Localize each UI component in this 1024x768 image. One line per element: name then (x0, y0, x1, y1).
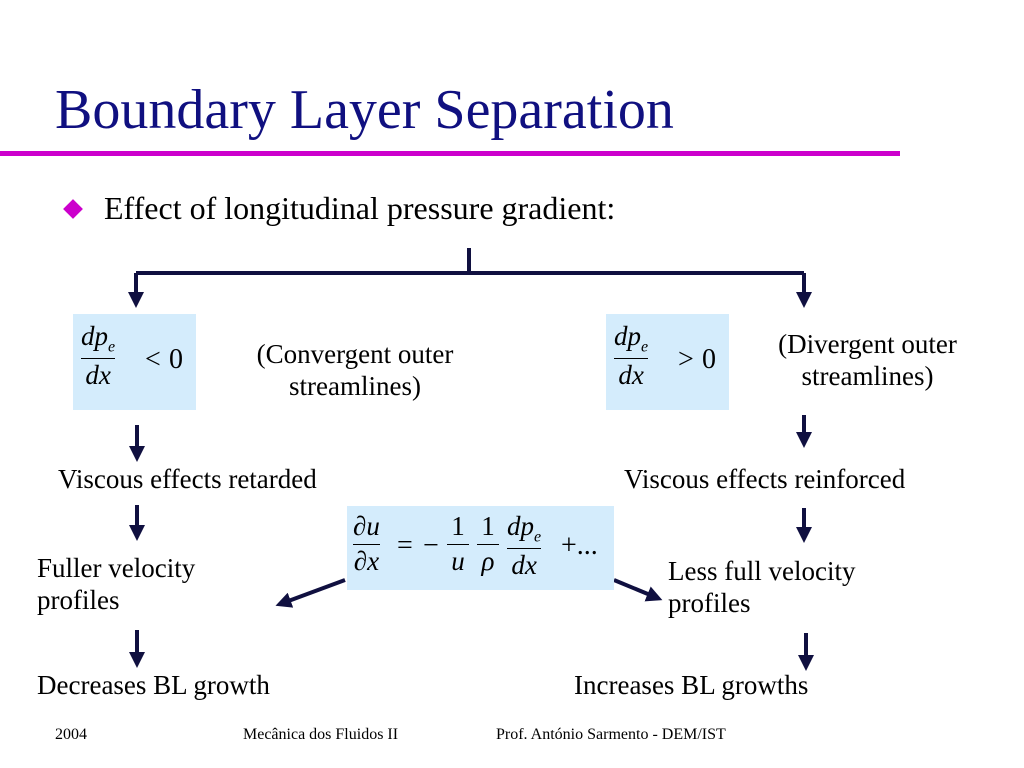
bullet-text: Effect of longitudinal pressure gradient… (104, 190, 616, 226)
footer-author: Prof. António Sarmento - DEM/IST (496, 726, 726, 743)
left-step-viscous: Viscous effects retarded (58, 464, 317, 494)
center-momentum-equation: ∂u ∂x = − 1 u 1 ρ dpe dx +... (347, 506, 614, 590)
right-step-viscous: Viscous effects reinforced (624, 464, 906, 494)
footer-year: 2004 (55, 726, 87, 743)
right-step-growth: Increases BL growths (574, 670, 809, 700)
left-step-growth: Decreases BL growth (37, 670, 270, 700)
arrow-diag-left (275, 578, 346, 608)
slide-title: Boundary Layer Separation (55, 79, 674, 141)
left-gradient-equation: dpe dx < 0 (73, 314, 196, 410)
title-underline (0, 151, 900, 156)
left-streamline-note: (Convergent outer streamlines) (256, 339, 454, 402)
right-gradient-equation: dpe dx > 0 (606, 314, 729, 410)
right-streamline-note: (Divergent outer streamlines) (778, 329, 957, 392)
arrow-diag-right (613, 578, 663, 602)
right-step-profiles: Less full velocity profiles (668, 556, 856, 619)
footer-course: Mecânica dos Fluidos II (243, 726, 399, 743)
left-step-profiles: Fuller velocity profiles (37, 553, 196, 616)
